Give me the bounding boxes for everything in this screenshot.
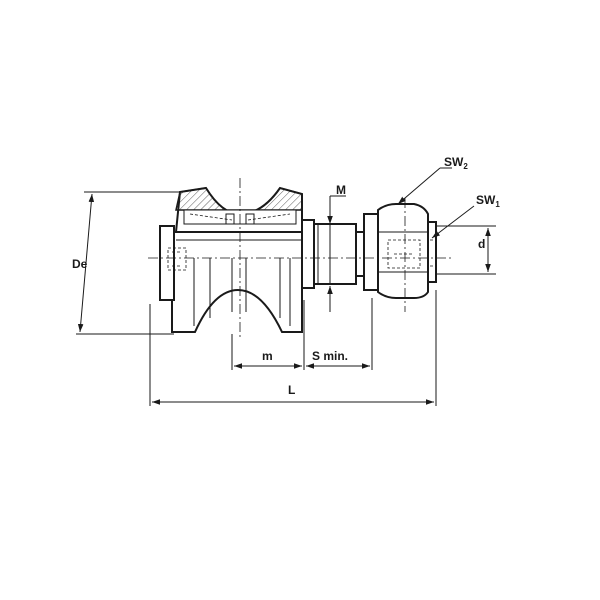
dimension-M — [327, 195, 346, 312]
roller-outer-ring — [171, 186, 303, 333]
dimension-De — [76, 191, 180, 335]
leader-SW1 — [431, 205, 475, 239]
hex-nut — [377, 203, 437, 299]
label-De: De — [72, 257, 88, 271]
stud-shaft — [301, 213, 379, 291]
label-m: m — [262, 349, 273, 363]
label-d: d — [478, 237, 485, 251]
label-SW2: SW2 — [444, 155, 468, 171]
leader-SW2 — [397, 167, 452, 205]
dimension-d — [436, 225, 496, 275]
label-M: M — [336, 183, 346, 197]
label-S-min: S min. — [312, 349, 348, 363]
label-SW1: SW1 — [476, 193, 500, 209]
left-end-cap — [159, 225, 187, 301]
label-L: L — [288, 383, 295, 397]
